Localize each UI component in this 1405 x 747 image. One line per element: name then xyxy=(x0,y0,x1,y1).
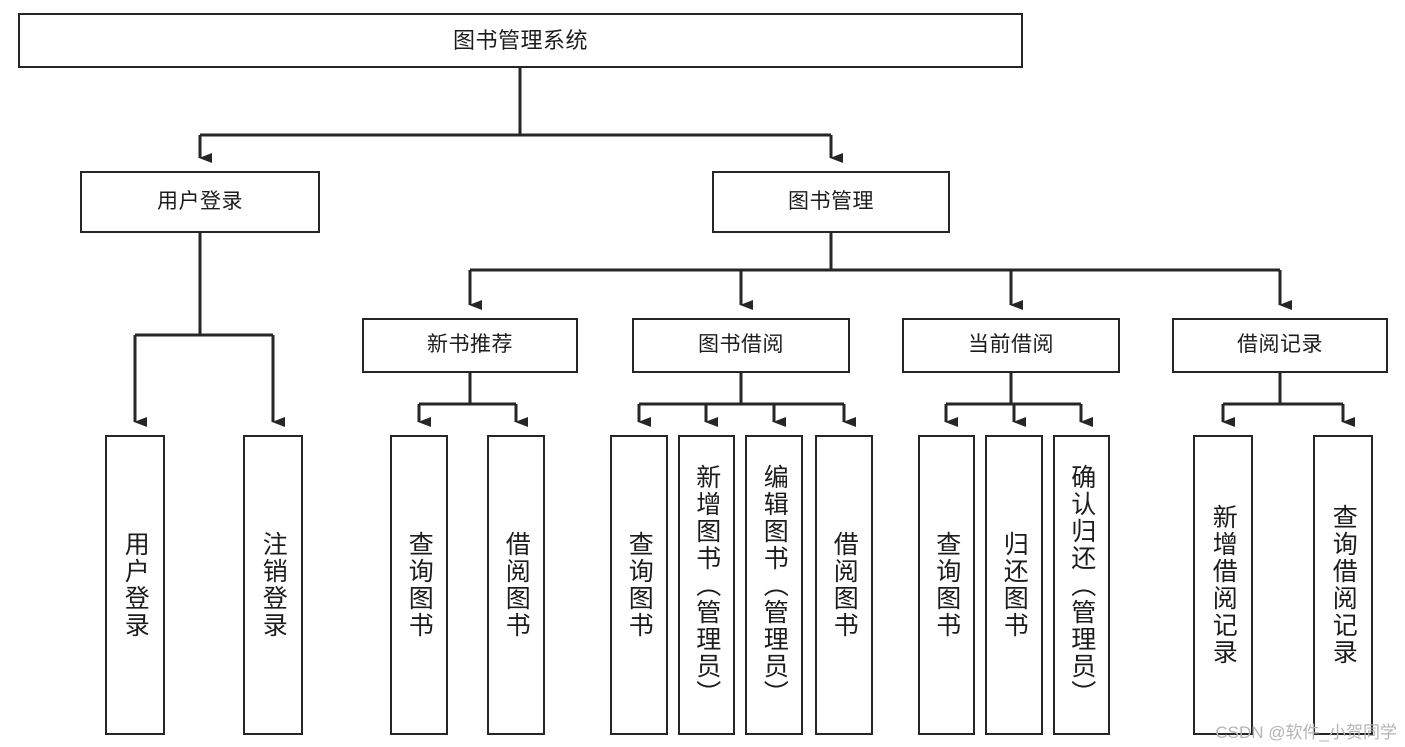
node-book-management-label: 图书管理 xyxy=(788,189,874,213)
node-user-login[interactable]: 用户登录 xyxy=(80,171,320,233)
node-current-borrow-label: 当前借阅 xyxy=(968,333,1054,357)
node-root-system[interactable]: 图书管理系统 xyxy=(18,13,1023,68)
node-leaf-edit-book-label: 编辑图书（管理员） xyxy=(760,463,789,707)
node-leaf-add-borrow-record-label: 新增借阅记录 xyxy=(1209,504,1238,666)
node-leaf-borrow-book-2-label: 借阅图书 xyxy=(830,531,859,639)
node-leaf-return-book[interactable]: 归还图书 xyxy=(985,435,1043,735)
node-book-borrow-label: 图书借阅 xyxy=(698,333,784,357)
node-leaf-borrow-book-1[interactable]: 借阅图书 xyxy=(487,435,545,735)
node-leaf-borrow-book-1-label: 借阅图书 xyxy=(502,531,531,639)
node-leaf-query-book-3[interactable]: 查询图书 xyxy=(918,435,975,735)
node-current-borrow[interactable]: 当前借阅 xyxy=(902,318,1120,373)
watermark-text: CSDN @软件_小贺同学 xyxy=(1215,723,1397,742)
node-leaf-query-book-2-label: 查询图书 xyxy=(625,531,654,639)
node-leaf-query-book-3-label: 查询图书 xyxy=(932,531,961,639)
node-book-management[interactable]: 图书管理 xyxy=(712,171,950,233)
node-leaf-add-book[interactable]: 新增图书（管理员） xyxy=(678,435,735,735)
node-leaf-add-borrow-record[interactable]: 新增借阅记录 xyxy=(1193,435,1253,735)
node-leaf-user-login[interactable]: 用户登录 xyxy=(105,435,165,735)
node-borrow-record-label: 借阅记录 xyxy=(1237,333,1323,357)
node-leaf-add-book-label: 新增图书（管理员） xyxy=(692,463,721,707)
node-new-book-recommend-label: 新书推荐 xyxy=(427,333,513,357)
node-leaf-query-borrow-record[interactable]: 查询借阅记录 xyxy=(1313,435,1373,735)
node-leaf-edit-book[interactable]: 编辑图书（管理员） xyxy=(745,435,803,735)
node-leaf-confirm-return-label: 确认归还（管理员） xyxy=(1067,463,1096,707)
node-leaf-borrow-book-2[interactable]: 借阅图书 xyxy=(815,435,873,735)
node-leaf-query-book-1-label: 查询图书 xyxy=(405,531,434,639)
node-new-book-recommend[interactable]: 新书推荐 xyxy=(362,318,578,373)
node-leaf-logout-label: 注销登录 xyxy=(259,531,288,639)
node-leaf-user-login-label: 用户登录 xyxy=(121,531,150,639)
node-book-borrow[interactable]: 图书借阅 xyxy=(632,318,850,373)
node-user-login-label: 用户登录 xyxy=(157,189,243,213)
node-leaf-logout[interactable]: 注销登录 xyxy=(243,435,303,735)
node-leaf-query-borrow-record-label: 查询借阅记录 xyxy=(1329,504,1358,666)
node-leaf-confirm-return[interactable]: 确认归还（管理员） xyxy=(1053,435,1110,735)
node-leaf-query-book-2[interactable]: 查询图书 xyxy=(610,435,668,735)
node-root-label: 图书管理系统 xyxy=(452,27,588,53)
node-leaf-query-book-1[interactable]: 查询图书 xyxy=(390,435,448,735)
node-borrow-record[interactable]: 借阅记录 xyxy=(1172,318,1388,373)
node-leaf-return-book-label: 归还图书 xyxy=(1000,531,1029,639)
